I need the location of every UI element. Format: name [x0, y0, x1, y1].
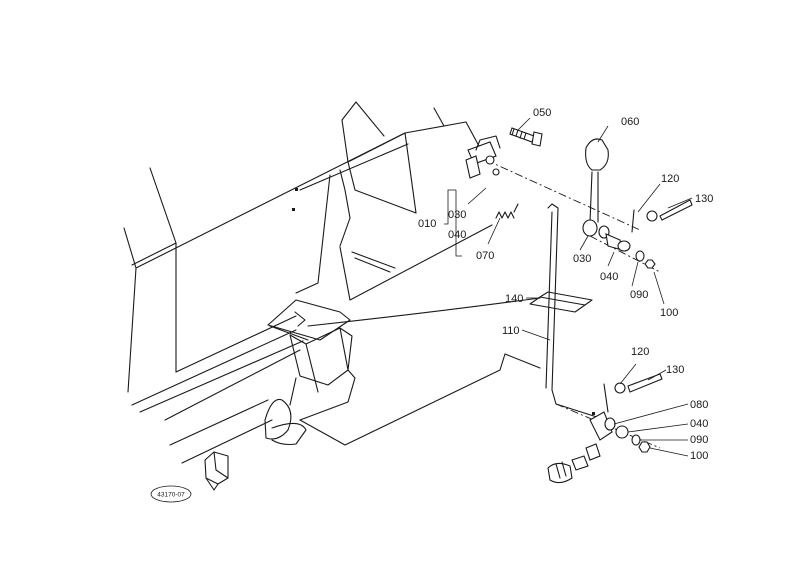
- label-130-upper: 130: [695, 193, 713, 205]
- tractor-body: [123, 101, 541, 491]
- label-040-group: 040: [448, 229, 466, 241]
- label-090-upper: 090: [630, 289, 648, 301]
- label-050: 050: [533, 107, 551, 119]
- label-010: 010: [418, 218, 436, 230]
- diagram-code: 43170-07: [157, 492, 185, 499]
- label-070: 070: [476, 250, 494, 262]
- diagram-code-stamp: 43170-07: [150, 485, 192, 503]
- label-120-lower: 120: [631, 346, 649, 358]
- label-100-upper: 100: [660, 307, 678, 319]
- label-030-shaft: 030: [573, 253, 591, 265]
- label-140: 140: [505, 293, 523, 305]
- label-060: 060: [621, 116, 639, 128]
- label-030-group: 030: [448, 209, 466, 221]
- label-080: 080: [690, 399, 708, 411]
- label-100-lower: 100: [690, 450, 708, 462]
- label-040-shaft: 040: [600, 271, 618, 283]
- part-labels: 050 060 120 130 010 030 040 070 030 040 …: [418, 107, 713, 462]
- label-110: 110: [502, 325, 520, 337]
- label-120-upper: 120: [661, 173, 679, 185]
- label-040-lower: 040: [690, 418, 708, 430]
- upper-shaft-assembly: [465, 127, 693, 273]
- label-090-lower: 090: [690, 434, 708, 446]
- pedal-rod: [307, 203, 601, 419]
- leader-lines: [444, 117, 693, 457]
- label-130-lower: 130: [666, 364, 684, 376]
- lower-pivot-assembly: [547, 373, 663, 484]
